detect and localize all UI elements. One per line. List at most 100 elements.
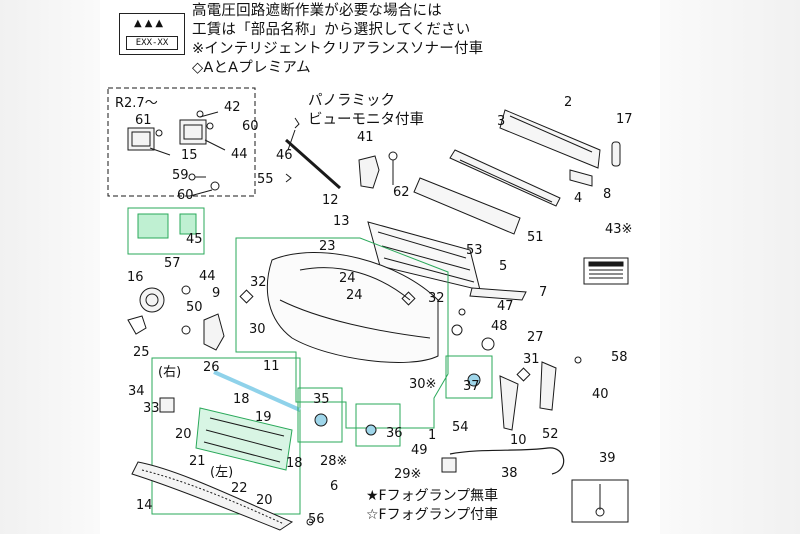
callout-number: 30※ xyxy=(409,377,436,392)
callout-number: 51 xyxy=(527,230,544,245)
note-line-2: 工賃は「部品名称」から選択してください xyxy=(192,22,471,38)
callout-number: 6 xyxy=(330,479,338,494)
callout-number: 44 xyxy=(199,269,216,284)
callout-number: 46 xyxy=(276,148,293,163)
callout-number: 59 xyxy=(172,168,189,183)
sensor-module-42 xyxy=(179,110,214,145)
callout-number: 53 xyxy=(466,243,483,258)
callout-number: 13 xyxy=(333,214,350,229)
callout-number: 10 xyxy=(510,433,527,448)
callout-number: 15 xyxy=(181,148,198,163)
callout-number: 24 xyxy=(346,288,363,303)
label-symbols: ▲▲▲ xyxy=(134,18,167,29)
sensor-module-61 xyxy=(127,127,163,151)
callout-number: 22 xyxy=(231,481,248,496)
callout-number: 7 xyxy=(539,285,547,300)
diamond-mark xyxy=(239,289,254,304)
callout-number: 29※ xyxy=(394,467,421,482)
note-line-4: ◇AとAプレミアム xyxy=(192,60,311,76)
callout-number: 60 xyxy=(177,188,194,203)
callout-number: 27 xyxy=(527,330,544,345)
callout-number: 12 xyxy=(322,193,339,208)
page-margin-left xyxy=(0,0,100,534)
diamond-mark xyxy=(516,367,531,382)
callout-number: 58 xyxy=(611,350,628,365)
callout-number: 56 xyxy=(308,512,325,527)
callout-number: 42 xyxy=(224,100,241,115)
lower-grille-group xyxy=(151,357,301,515)
callout-number: 44 xyxy=(231,147,248,162)
callout-number: 47 xyxy=(497,299,514,314)
callout-number: 23 xyxy=(319,239,336,254)
page-margin-right xyxy=(660,0,800,534)
callout-number: 18 xyxy=(233,392,250,407)
diamond-mark xyxy=(401,291,416,306)
callout-number: 45 xyxy=(186,232,203,247)
legend-line-1: ★Fフォグランプ無車 xyxy=(366,488,499,504)
callout-number: 19 xyxy=(255,410,272,425)
callout-number: 34 xyxy=(128,384,145,399)
side-left-label: (左) xyxy=(210,465,234,480)
callout-number: 61 xyxy=(135,113,152,128)
callout-number: 39 xyxy=(599,451,616,466)
panorama-note-line-2: ビューモニタ付車 xyxy=(308,112,424,128)
callout-number: 9 xyxy=(212,286,220,301)
callout-number: 54 xyxy=(452,420,469,435)
callout-number: 49 xyxy=(411,443,428,458)
bumper-group-outline xyxy=(235,237,449,429)
callout-number: 38 xyxy=(501,466,518,481)
callout-number: 62 xyxy=(393,185,410,200)
callout-number: 3 xyxy=(497,114,505,129)
sensor-group-45 xyxy=(127,207,205,255)
callout-number: 55 xyxy=(257,172,274,187)
note-line-3: ※インテリジェントクリアランスソナー付車 xyxy=(192,41,484,57)
note-line-1: 高電圧回路遮断作業が必要な場合には xyxy=(192,3,442,19)
callout-number: 41 xyxy=(357,130,374,145)
header-notes: 高電圧回路遮断作業が必要な場合には 工賃は「部品名称」から選択してください ※イ… xyxy=(192,2,552,78)
callout-number: 16 xyxy=(127,270,144,285)
callout-number: 17 xyxy=(616,112,633,127)
callout-number: 11 xyxy=(263,359,280,374)
revision-note: R2.7～ xyxy=(115,96,158,111)
callout-number: 43※ xyxy=(605,222,632,237)
caution-label-icon: ▲▲▲ EXX-XX xyxy=(119,13,185,55)
callout-number: 4 xyxy=(574,191,582,206)
callout-number: 25 xyxy=(133,345,150,360)
panorama-note: パノラミック ビューモニタ付車 xyxy=(308,92,424,130)
callout-number: 36 xyxy=(386,426,403,441)
callout-number: 32 xyxy=(428,291,445,306)
callout-number: 40 xyxy=(592,387,609,402)
callout-number: 24 xyxy=(339,271,356,286)
callout-number: 20 xyxy=(256,493,273,508)
callout-number: 14 xyxy=(136,498,153,513)
callout-number: 57 xyxy=(164,256,181,271)
panorama-note-line-1: パノラミック xyxy=(308,93,395,109)
callout-number: 37 xyxy=(463,379,480,394)
callout-number: 1 xyxy=(428,428,436,443)
side-right-label: (右) xyxy=(158,365,182,380)
revision-group-box xyxy=(107,87,256,197)
callout-number: 20 xyxy=(175,427,192,442)
callout-number: 26 xyxy=(203,360,220,375)
callout-number: 18 xyxy=(286,456,303,471)
callout-number: 21 xyxy=(189,454,206,469)
callout-number: 30 xyxy=(249,322,266,337)
legend-line-2: ☆Fフォグランプ付車 xyxy=(366,507,499,523)
fog-lamp-legend: ★Fフォグランプ無車 ☆Fフォグランプ付車 xyxy=(366,487,498,525)
callout-number: 28※ xyxy=(320,454,347,469)
callout-number: 35 xyxy=(313,392,330,407)
callout-number: 60 xyxy=(242,119,259,134)
callout-number: 50 xyxy=(186,300,203,315)
label-code: EXX-XX xyxy=(126,36,178,50)
callout-number: 48 xyxy=(491,319,508,334)
callout-number: 31 xyxy=(523,352,540,367)
callout-number: 52 xyxy=(542,427,559,442)
callout-number: 5 xyxy=(499,259,507,274)
callout-number: 33 xyxy=(143,401,160,416)
callout-number: 8 xyxy=(603,187,611,202)
callout-number: 32 xyxy=(250,275,267,290)
callout-number: 2 xyxy=(564,95,572,110)
